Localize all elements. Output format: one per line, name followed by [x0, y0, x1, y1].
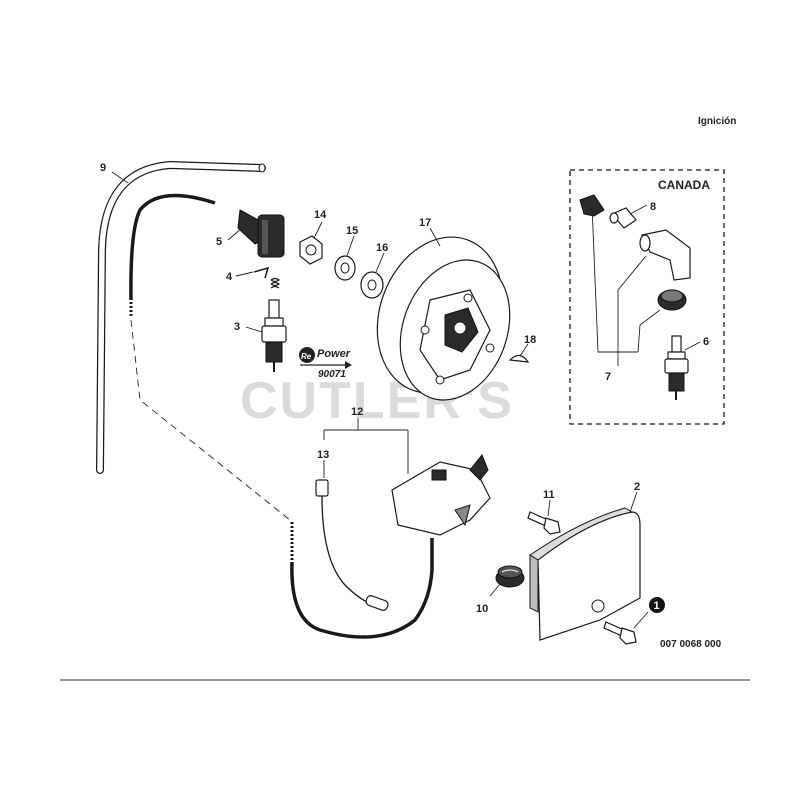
- callout-5: 5: [216, 236, 222, 248]
- spark-plug-boot-5: [237, 209, 285, 258]
- flywheel-17: [376, 236, 511, 401]
- bracket-12: [323, 418, 409, 474]
- callout-13: 13: [317, 449, 329, 461]
- svg-text:90071: 90071: [318, 369, 346, 380]
- ground-wire-13: [315, 479, 389, 611]
- callout-2: 2: [634, 481, 640, 493]
- callout-14: 14: [314, 209, 327, 221]
- callout-7: 7: [605, 371, 611, 383]
- screw-note-1: [603, 621, 637, 645]
- svg-text:1: 1: [654, 600, 660, 612]
- callout-15: 15: [346, 225, 358, 237]
- callout-11: 11: [543, 489, 555, 501]
- woodruff-key-18: [508, 354, 530, 363]
- svg-text:Power: Power: [317, 348, 351, 360]
- callout-4: 4: [226, 271, 233, 283]
- ignition-module-12: [391, 454, 491, 536]
- section-label: Ignición: [698, 116, 736, 127]
- callout-10: 10: [476, 603, 488, 615]
- callout-6: 6: [703, 336, 709, 348]
- callout-17: 17: [419, 217, 431, 229]
- canada-sleeve: [657, 289, 687, 311]
- spring-clip-4: [253, 266, 281, 289]
- leader-7: [591, 204, 661, 366]
- callout-9: 9: [100, 162, 106, 174]
- cover-2: [529, 507, 641, 641]
- spark-plug-6: [664, 335, 689, 400]
- repower-logo: Re Power 90071: [299, 347, 352, 380]
- tube-9: [96, 160, 266, 474]
- screw-11: [527, 511, 561, 535]
- canada-boot: [639, 229, 691, 281]
- callout-12: 12: [351, 406, 363, 418]
- svg-text:Re: Re: [301, 352, 312, 361]
- callout-3: 3: [234, 321, 240, 333]
- callout-16: 16: [376, 242, 388, 254]
- reference-number: 007 0068 000: [660, 639, 722, 650]
- spark-plug-3: [261, 299, 287, 372]
- canada-variant-box: CANADA: [569, 169, 725, 425]
- leader-lines: [111, 171, 701, 629]
- washer-15: [334, 255, 356, 281]
- ht-lead-wire: [129, 193, 434, 639]
- nut-14: [299, 235, 323, 265]
- canada-title: CANADA: [658, 178, 710, 192]
- callout-18: 18: [524, 334, 536, 346]
- callout-8: 8: [650, 201, 656, 213]
- connector-8: [609, 207, 637, 229]
- washer-16: [360, 271, 384, 299]
- grommet-10: [495, 565, 525, 588]
- note-marker-1: 1: [649, 597, 665, 613]
